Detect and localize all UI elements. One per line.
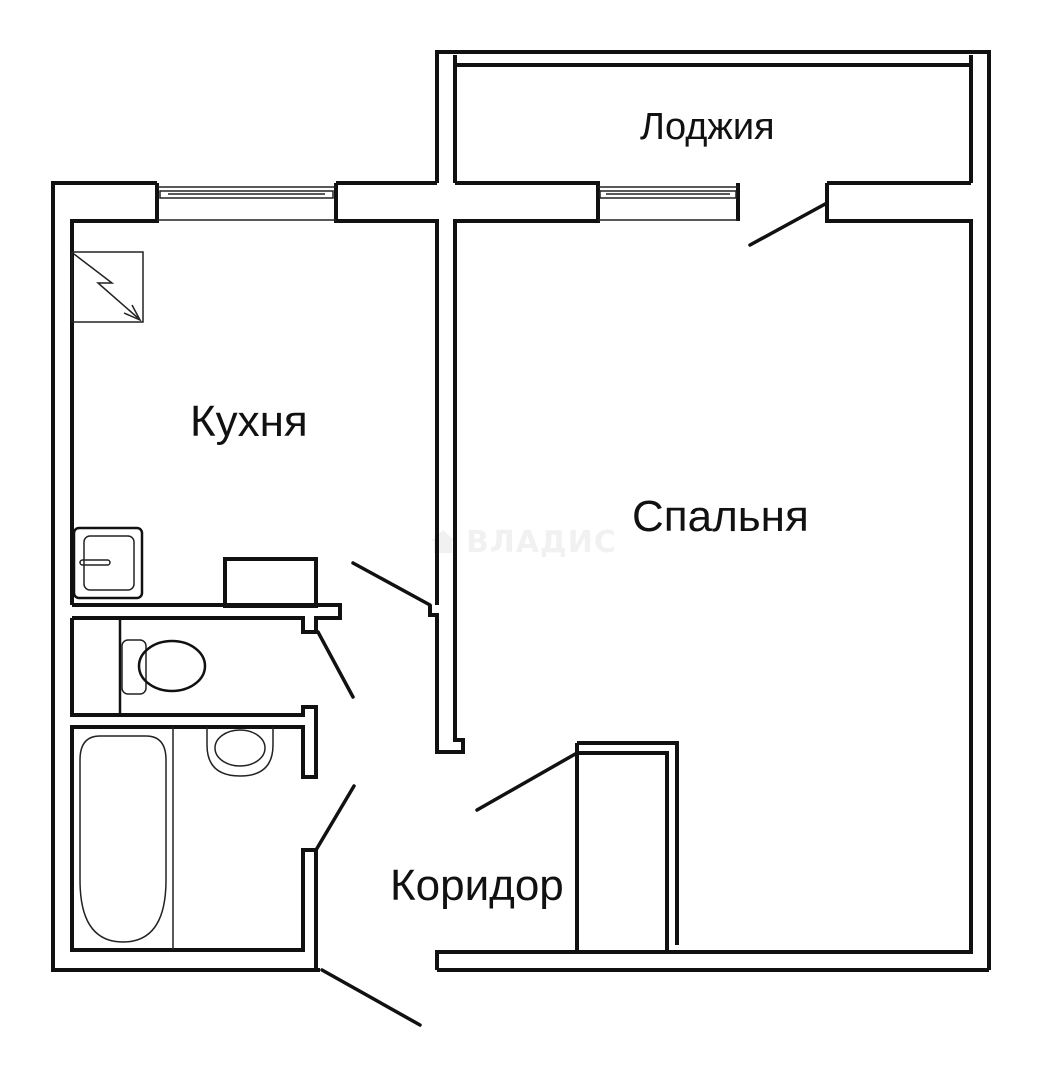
kitchen-window	[157, 186, 336, 221]
gas-water-heater-icon	[71, 251, 144, 323]
loggia-walls	[435, 50, 991, 970]
room-label-corridor: Коридор	[390, 861, 564, 910]
exterior-walls	[51, 181, 973, 972]
watermark: ВЛАДИС	[428, 525, 617, 560]
bedroom-door	[475, 751, 579, 812]
entrance-door	[320, 968, 422, 1027]
bedroom-window	[598, 186, 738, 221]
toilet-icon	[121, 639, 207, 695]
watermark-text: ВЛАДИС	[466, 525, 617, 560]
room-label-bedroom: Спальня	[632, 492, 809, 541]
toilet-walls	[70, 603, 342, 972]
corridor-bottom-wall	[435, 753, 989, 972]
bathtub-icon	[79, 727, 174, 950]
sink-icon	[72, 526, 144, 600]
kitchen-door	[351, 561, 432, 607]
toilet-door	[316, 630, 355, 699]
stove-counter-icon	[223, 557, 318, 608]
house-icon	[431, 530, 455, 553]
washbasin-icon	[206, 727, 274, 777]
room-label-loggia: Лоджия	[640, 106, 775, 148]
room-label-kitchen: Кухня	[190, 397, 308, 446]
bathroom-door	[314, 784, 356, 852]
loggia-door	[748, 201, 829, 247]
